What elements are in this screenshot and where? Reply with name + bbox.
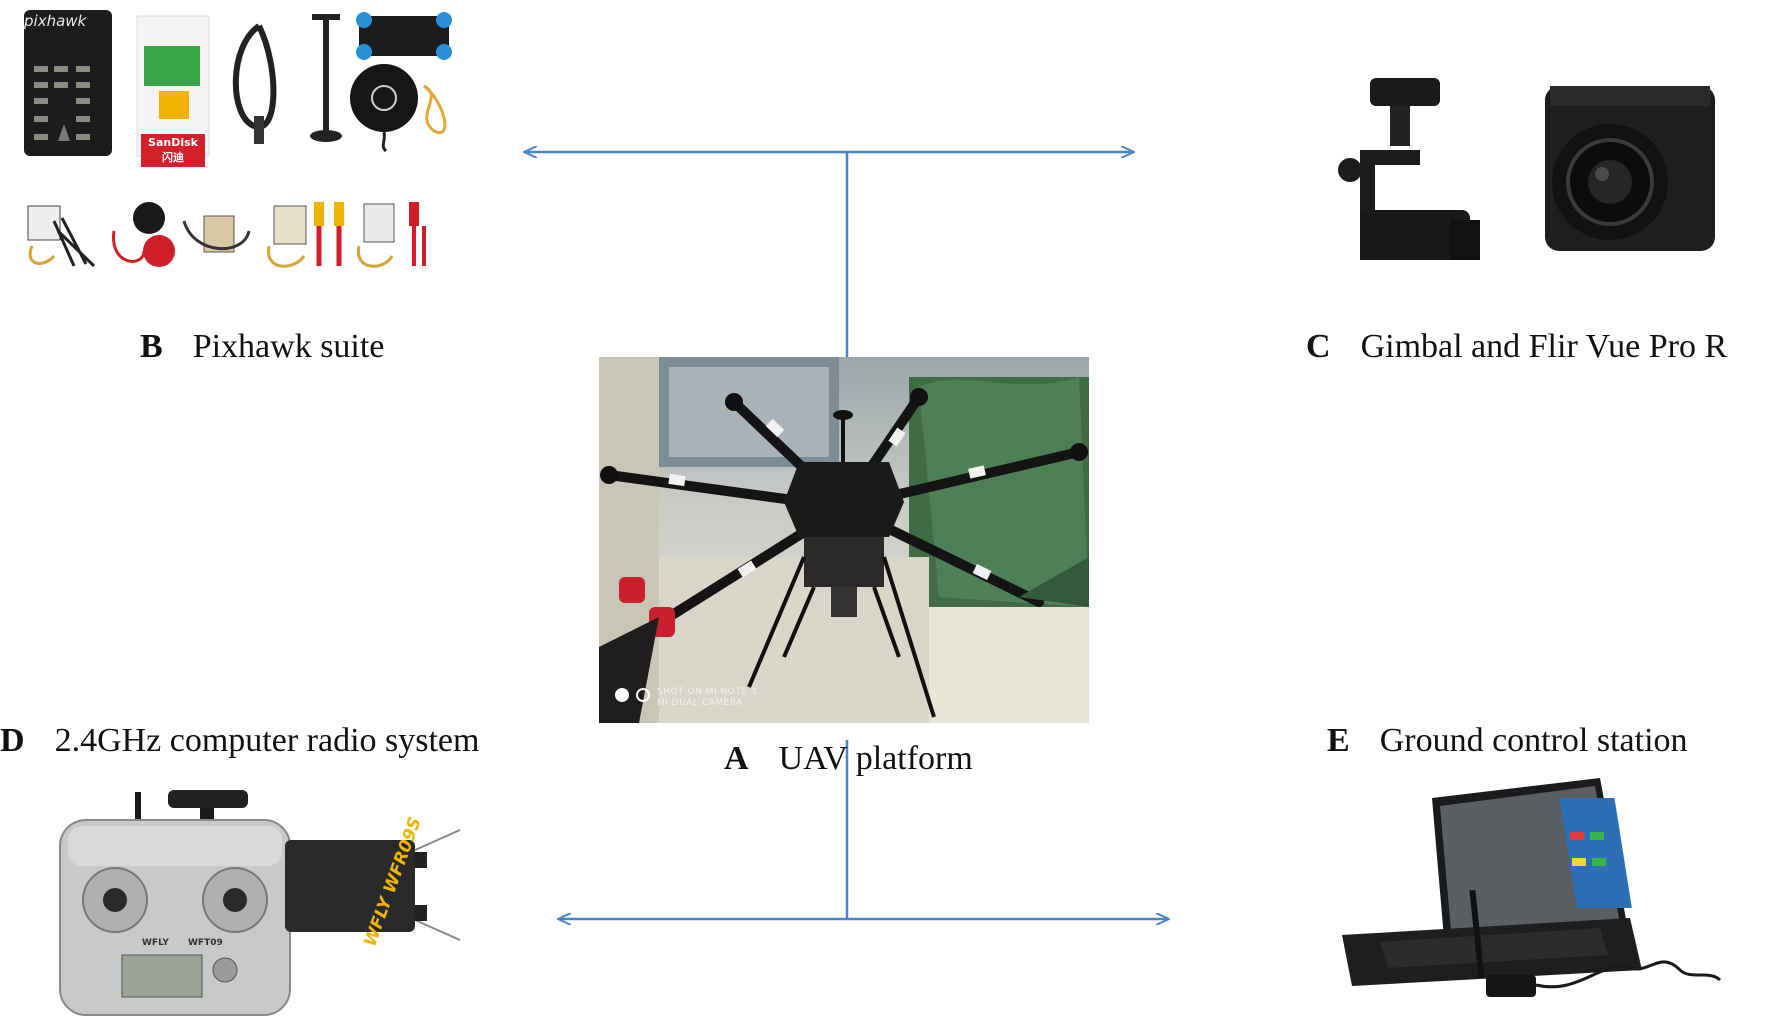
caption-e-letter: E: [1327, 722, 1350, 759]
ground-control-photo: [1330, 770, 1730, 1020]
caption-d-letter: D: [0, 722, 25, 759]
photo-watermark: SHOT ON MI NOTE 3 MI DUAL CAMERA: [657, 687, 757, 709]
caption-b-letter: B: [140, 328, 163, 365]
caption-d-text: 2.4GHz computer radio system: [54, 722, 480, 759]
transmitter-brand: WFLY: [142, 938, 169, 948]
watermark-dots: [615, 688, 653, 707]
radio-system-photo: WFLY WFT09 WFLY WFR09S: [40, 780, 490, 1020]
caption-e: E Ground control station: [1327, 724, 1688, 758]
caption-d: D 2.4GHz computer radio system: [0, 724, 479, 758]
caption-c: C Gimbal and Flir Vue Pro R: [1306, 330, 1727, 364]
watermark-line-2: MI DUAL CAMERA: [657, 698, 743, 709]
pixhawk-suite-photo: pixhawk SanDisk 闪迪: [14, 6, 504, 306]
uav-platform-photo: SHOT ON MI NOTE 3 MI DUAL CAMERA: [599, 357, 1089, 723]
caption-b-text: Pixhawk suite: [192, 328, 385, 365]
caption-b: B Pixhawk suite: [140, 330, 384, 364]
caption-c-letter: C: [1306, 328, 1331, 365]
caption-a-letter: A: [724, 740, 749, 777]
transmitter-model: WFT09: [188, 938, 223, 948]
watermark-dot-empty: [636, 688, 650, 702]
caption-c-text: Gimbal and Flir Vue Pro R: [1360, 328, 1728, 365]
caption-a: A UAV platform: [724, 742, 973, 776]
caption-e-text: Ground control station: [1379, 722, 1688, 759]
watermark-dot-filled: [615, 688, 629, 702]
watermark-line-1: SHOT ON MI NOTE 3: [657, 687, 757, 698]
caption-a-text: UAV platform: [778, 740, 973, 777]
sandisk-label: SanDisk 闪迪: [141, 134, 205, 167]
pixhawk-logo-text: pixhawk: [24, 12, 87, 30]
gimbal-flir-photo: [1300, 70, 1730, 260]
